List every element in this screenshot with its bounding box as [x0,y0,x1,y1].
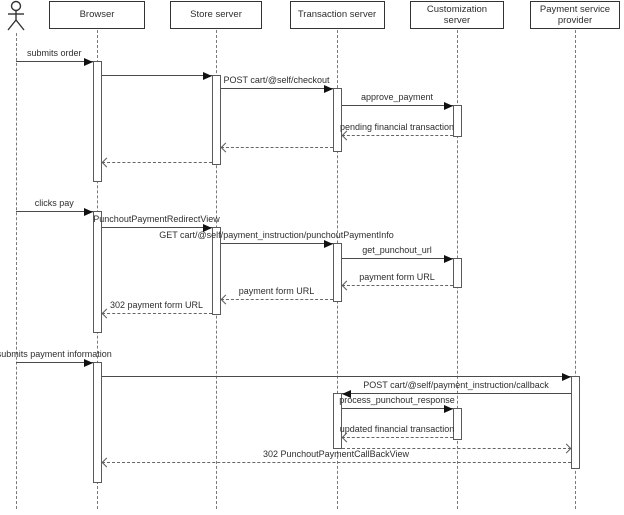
message-line-20 [341,448,571,449]
filled-arrowhead-11 [443,255,453,263]
message-label-19: updated financial transaction [339,424,455,434]
open-arrowhead-6 [220,142,230,153]
message-line-8 [16,211,93,212]
activation-browser-1 [92,61,102,182]
message-label-14: 302 payment form URL [109,300,204,310]
filled-arrowhead-1 [83,58,93,66]
message-label-18: process_punchout_response [339,395,455,405]
filled-arrowhead-2 [202,72,212,80]
actor-icon [7,0,25,31]
participant-box-customization: Customization server [410,1,504,29]
message-line-1 [16,61,93,62]
filled-arrowhead-3 [323,85,333,93]
open-arrowhead-7 [101,157,111,168]
participant-label-customization: Customization server [426,3,488,26]
filled-arrowhead-18 [443,405,453,413]
message-label-3: POST cart/@self/checkout [223,75,330,85]
activation-browser-3 [92,362,102,483]
filled-arrowhead-16 [561,373,571,381]
message-line-7 [101,162,212,163]
message-label-9: PunchoutPaymentRedirectView [93,214,220,224]
activation-store-1 [211,75,221,165]
message-label-15: submits payment information [0,349,112,359]
activation-transaction-3 [332,393,342,449]
activation-transaction-1 [332,88,342,152]
message-line-19 [341,437,453,438]
filled-arrowhead-8 [83,208,93,216]
message-label-8: clicks pay [34,198,74,208]
message-line-2 [101,75,212,76]
filled-arrowhead-15 [83,359,93,367]
message-line-10 [220,243,333,244]
message-label-1: submits order [26,48,82,58]
participant-label-store: Store server [190,9,242,21]
message-line-17 [341,393,571,394]
message-label-13: payment form URL [238,286,315,296]
message-line-18 [341,408,453,409]
message-label-12: payment form URL [359,272,435,282]
activation-customization-2 [452,258,462,288]
open-arrowhead-13 [220,294,230,305]
participant-box-transaction: Transaction server [289,1,385,29]
participant-box-psp: Payment service provider [530,1,620,29]
message-line-21 [101,462,571,463]
message-line-9 [101,227,212,228]
message-line-16 [101,376,571,377]
lifeline-actor [16,33,17,509]
message-line-13 [220,299,333,300]
message-label-4: approve_payment [360,92,434,102]
message-label-11: get_punchout_url [362,245,432,255]
filled-arrowhead-9 [202,224,212,232]
message-line-15 [16,362,93,363]
message-line-3 [220,88,333,89]
filled-arrowhead-4 [443,102,453,110]
message-line-14 [101,313,212,314]
participant-label-browser: Browser [79,9,115,21]
message-label-17: POST cart/@self/payment_instruction/call… [363,380,549,390]
activation-browser-2 [92,211,102,333]
message-label-21: 302 PunchoutPaymentCallBackView [263,449,409,459]
message-line-11 [341,258,453,259]
activation-psp-1 [570,376,580,469]
filled-arrowhead-17 [341,390,351,398]
message-line-4 [341,105,453,106]
filled-arrowhead-10 [323,240,333,248]
lifeline-psp [575,30,576,509]
participant-box-store: Store server [170,1,262,29]
open-arrowhead-12 [341,280,351,291]
message-line-6 [220,147,333,148]
activation-customization-3 [452,408,462,440]
message-line-12 [341,285,453,286]
open-arrowhead-21 [101,457,111,468]
participant-box-browser: Browser [49,1,145,29]
participant-label-psp: Payment service provider [539,3,611,26]
participant-label-transaction: Transaction server [297,9,377,21]
message-label-5: pending financial transaction [339,122,455,132]
message-label-10: GET cart/@self/payment_instruction/punch… [159,230,394,240]
open-arrowhead-20 [561,443,571,454]
activation-store-2 [211,227,221,315]
message-line-5 [341,135,453,136]
activation-customization-1 [452,105,462,137]
activation-transaction-2 [332,243,342,302]
